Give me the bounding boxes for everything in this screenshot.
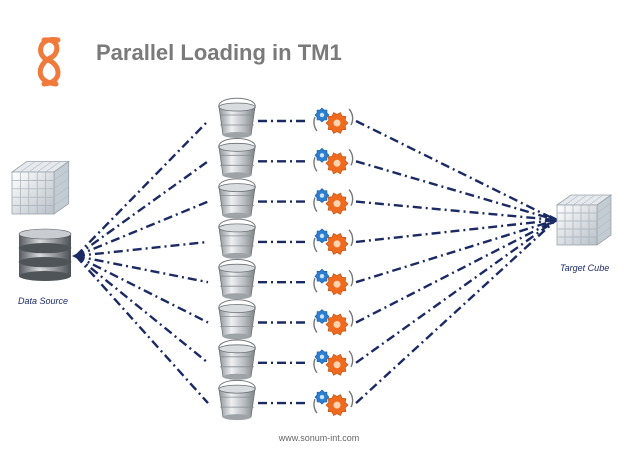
data-cube-icon xyxy=(10,160,70,215)
connector-lines xyxy=(72,119,560,405)
bucket-icon xyxy=(218,379,256,421)
source-arrowhead xyxy=(72,251,82,261)
source-connector xyxy=(75,255,209,364)
target-connector xyxy=(355,218,557,284)
sonum-logo-icon xyxy=(37,37,61,87)
data-source-label: Data Source xyxy=(18,296,69,306)
target-connector xyxy=(355,219,557,364)
target-connector xyxy=(355,219,557,404)
bucket-icon xyxy=(218,299,256,340)
bucket-icon xyxy=(218,97,256,138)
gears-icon xyxy=(313,309,354,336)
target-connector xyxy=(355,160,557,222)
footer-url: www.sonum-int.com xyxy=(278,433,360,443)
bucket-icon xyxy=(218,339,256,380)
gears-icon xyxy=(313,147,354,175)
gears-icon xyxy=(313,349,354,376)
target-connector xyxy=(355,200,557,222)
page-title: Parallel Loading in TM1 xyxy=(96,40,342,65)
bucket-icon xyxy=(218,178,256,219)
target-connector xyxy=(355,218,557,244)
database-icon xyxy=(18,228,72,281)
diagram-nodes xyxy=(10,97,613,421)
bucket-icon xyxy=(218,259,256,300)
target-connector xyxy=(355,218,557,324)
gears-icon xyxy=(313,107,354,134)
target-cube-icon xyxy=(555,194,613,246)
target-arrowhead xyxy=(550,215,560,225)
bucket-icon xyxy=(218,138,256,179)
source-connector xyxy=(75,254,209,324)
source-connector xyxy=(75,240,209,258)
source-connector xyxy=(75,254,209,284)
source-connector xyxy=(75,255,209,404)
gears-icon xyxy=(313,188,354,215)
target-connector xyxy=(355,119,557,222)
gears-icon xyxy=(313,389,354,417)
gears-icon xyxy=(313,228,354,255)
bucket-icon xyxy=(218,218,256,259)
source-connector xyxy=(75,160,209,257)
target-cube-label: Target Cube xyxy=(560,263,610,273)
gears-icon xyxy=(313,268,354,296)
source-connector xyxy=(75,120,209,257)
source-connector xyxy=(75,200,209,258)
